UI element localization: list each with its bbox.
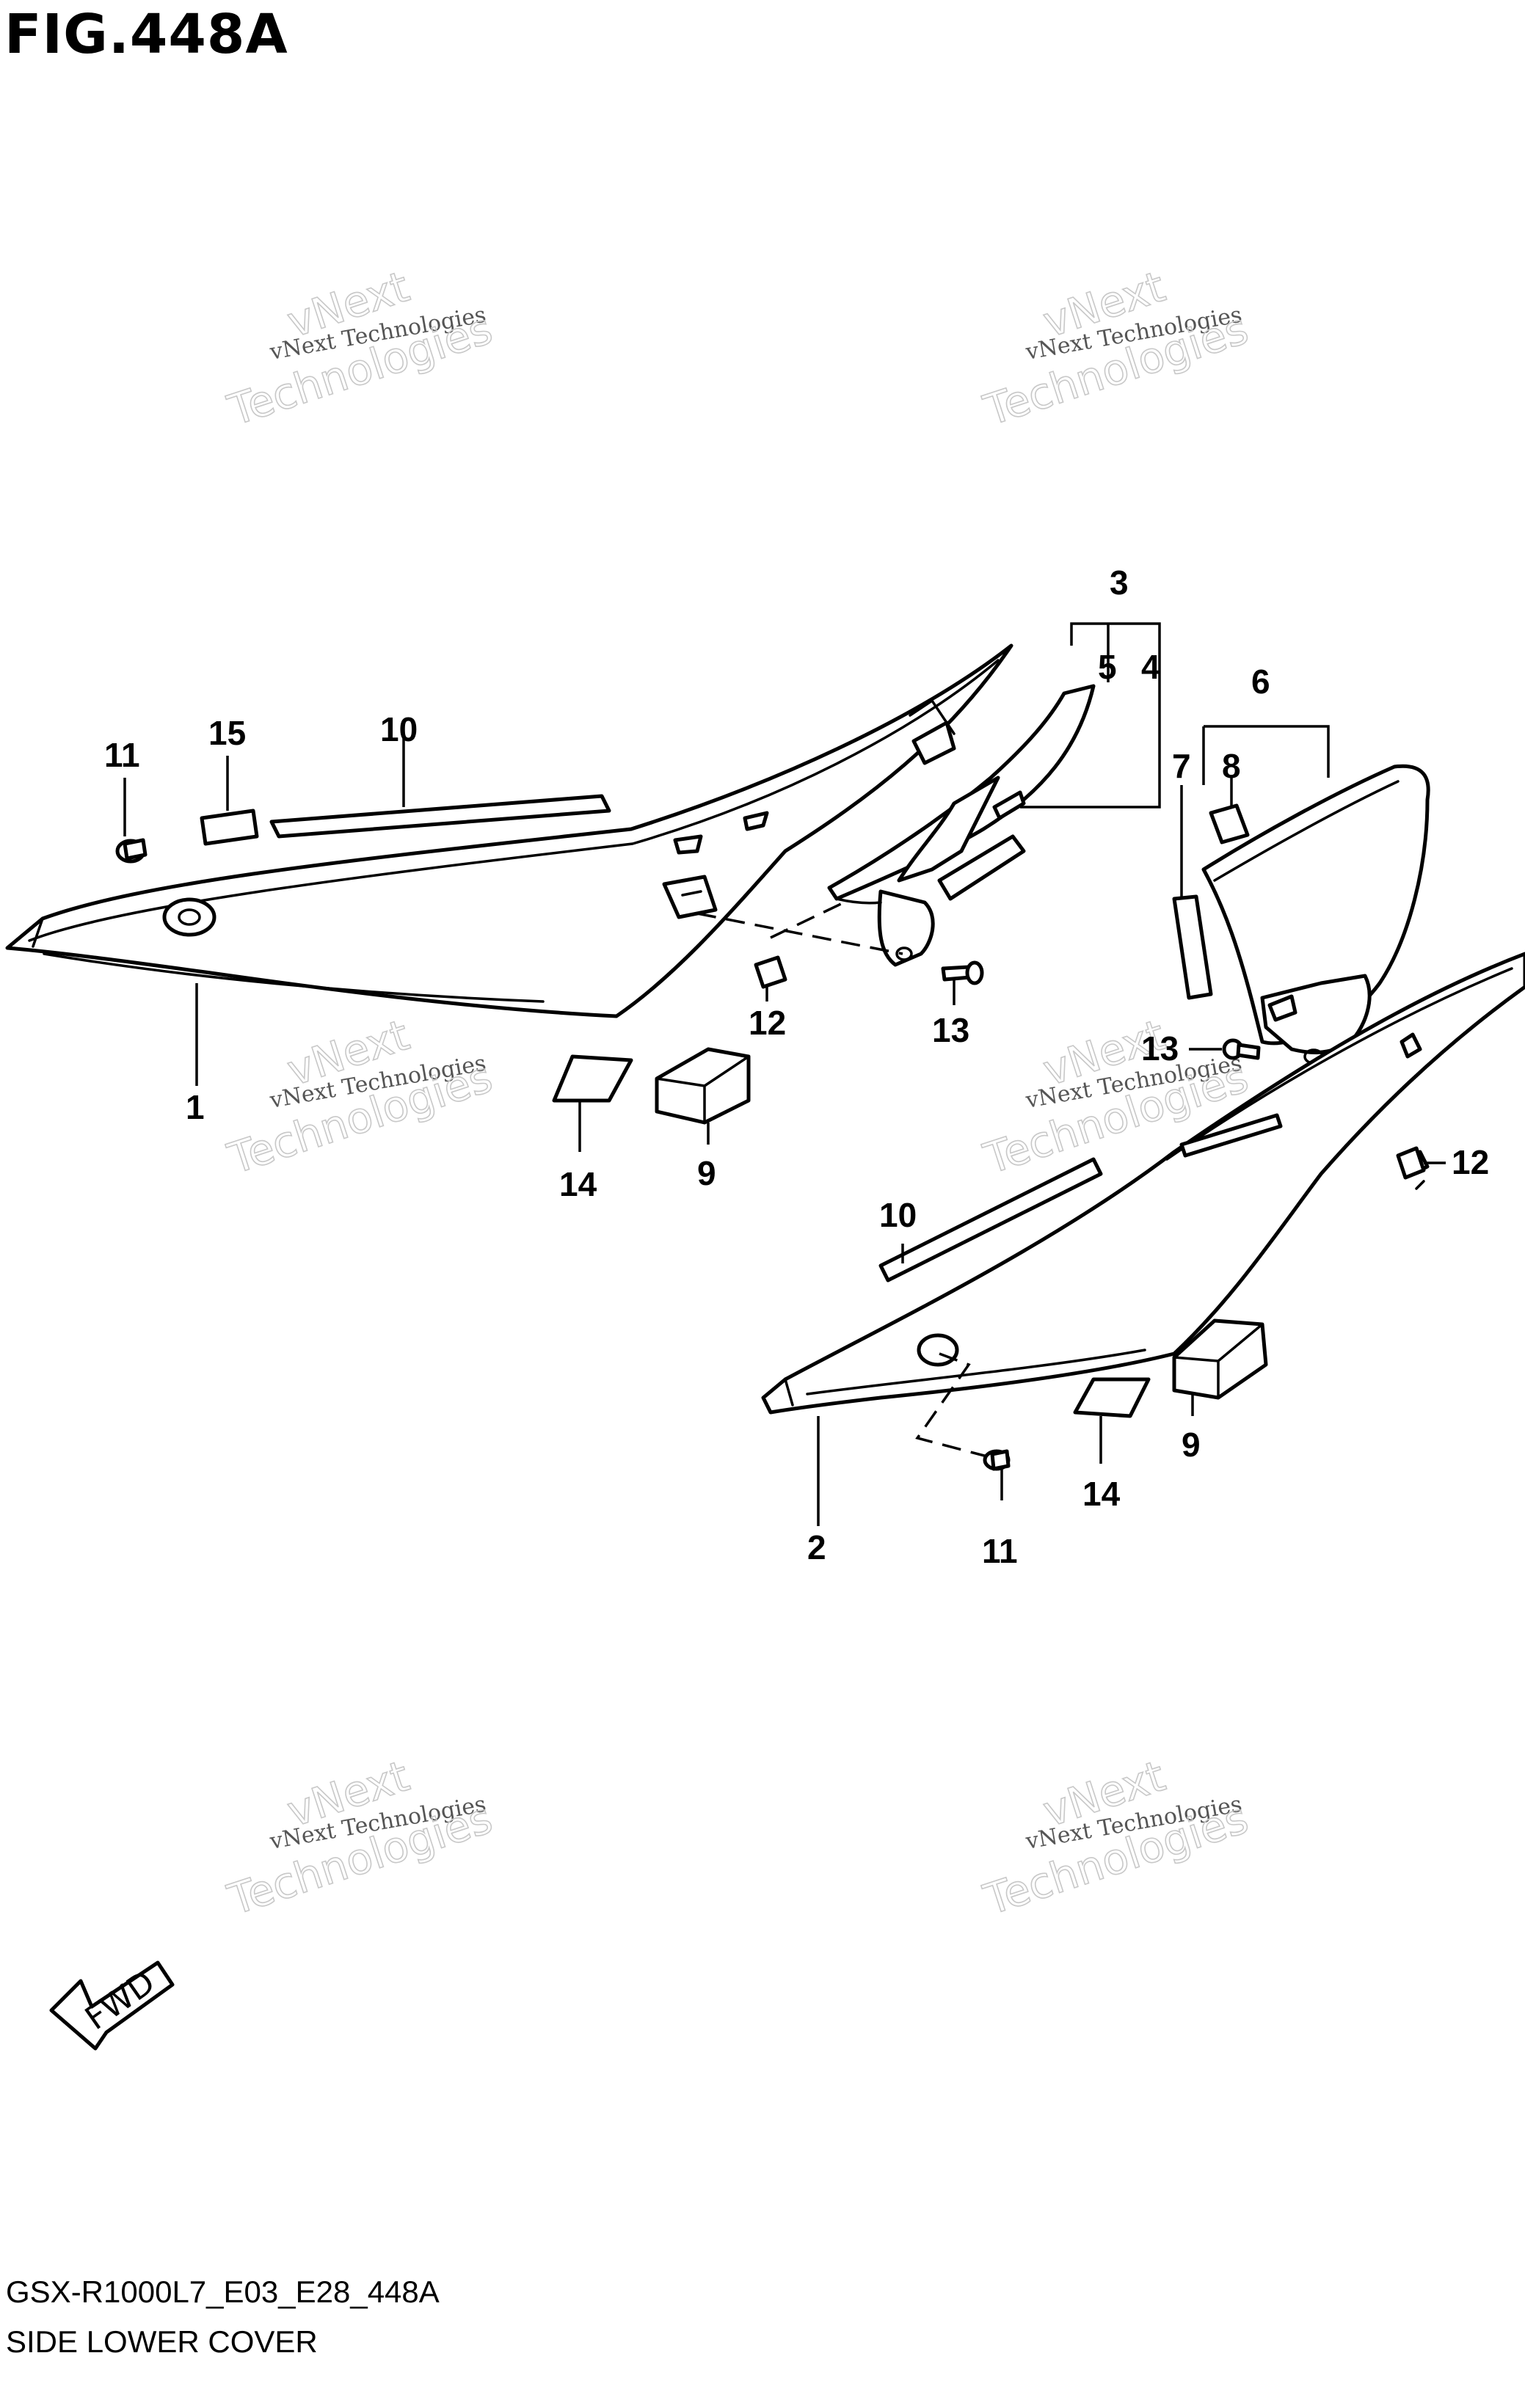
- part-13-bolt-right: [1222, 1038, 1261, 1060]
- callout-12-right: 12: [1452, 1143, 1489, 1181]
- callout-9-left: 9: [697, 1154, 716, 1192]
- watermark-bottom-right: vNext Technologies vNext Technologies: [978, 1750, 1255, 1925]
- diagram-caption: SIDE LOWER COVER: [6, 2324, 318, 2359]
- callout-15: 15: [208, 714, 246, 752]
- fwd-arrow-icon: FWD: [49, 1960, 175, 2051]
- part-1-left-side-cover: [5, 643, 1013, 1018]
- part-11-screw-left: [115, 838, 148, 864]
- part-3-bracket-assembly: [827, 684, 1096, 967]
- part-13-bolt-left: [941, 960, 984, 985]
- callout-4: 4: [1141, 648, 1160, 686]
- part-14-pad-left: [552, 1054, 633, 1103]
- callout-3: 3: [1110, 563, 1129, 602]
- watermark-top-right: vNext Technologies vNext Technologies: [978, 260, 1255, 436]
- part-6-right-bracket: [1172, 764, 1430, 1065]
- callout-13-left: 13: [932, 1011, 969, 1049]
- part-10-strip-right: [878, 1157, 1103, 1283]
- callout-14-left: 14: [559, 1165, 597, 1203]
- part-8-tab: [1209, 803, 1250, 844]
- part-5-strip: [937, 834, 1026, 901]
- callout-11-right: 11: [982, 1532, 1018, 1570]
- callout-labels: 1 2 3 4 5 6 7 8 9 9 10 10 11 11 12 12 13…: [104, 563, 1489, 1570]
- diagram-code: GSX-R1000L7_E03_E28_448A: [6, 2274, 440, 2309]
- callout-10-left: 10: [380, 710, 418, 748]
- part-14-pad-right: [1073, 1377, 1151, 1418]
- callout-10-right: 10: [879, 1196, 917, 1234]
- part-12-clip-right: [1396, 1146, 1426, 1180]
- callout-12-left: 12: [749, 1004, 786, 1042]
- part-11-screw-right: [983, 1449, 1011, 1471]
- part-4-clip: [992, 790, 1026, 820]
- callout-8: 8: [1222, 747, 1241, 785]
- part-15-pad: [200, 809, 259, 846]
- figure-title: FIG.448A: [4, 3, 288, 66]
- callout-2: 2: [807, 1528, 826, 1566]
- callout-6: 6: [1251, 663, 1270, 701]
- leader-lines: [123, 622, 1446, 1526]
- part-9-block-left: [655, 1047, 751, 1125]
- callout-1: 1: [186, 1088, 205, 1126]
- callout-9-right: 9: [1182, 1426, 1201, 1464]
- callout-13-right: 13: [1141, 1029, 1179, 1068]
- part-10-strip-left: [269, 794, 611, 839]
- callout-14-right: 14: [1082, 1475, 1121, 1513]
- part-9-block-right: [1172, 1318, 1268, 1400]
- callout-7: 7: [1172, 747, 1191, 785]
- watermark-mid-left: vNext Technologies vNext Technologies: [222, 1009, 499, 1184]
- part-12-clip-left: [754, 955, 787, 989]
- watermark-bottom-left: vNext Technologies vNext Technologies: [222, 1750, 499, 1925]
- watermark-top-left: vNext Technologies vNext Technologies: [222, 260, 499, 436]
- callout-11-left: 11: [104, 736, 140, 774]
- part-7-strip: [1172, 894, 1213, 1000]
- callout-5: 5: [1098, 648, 1117, 686]
